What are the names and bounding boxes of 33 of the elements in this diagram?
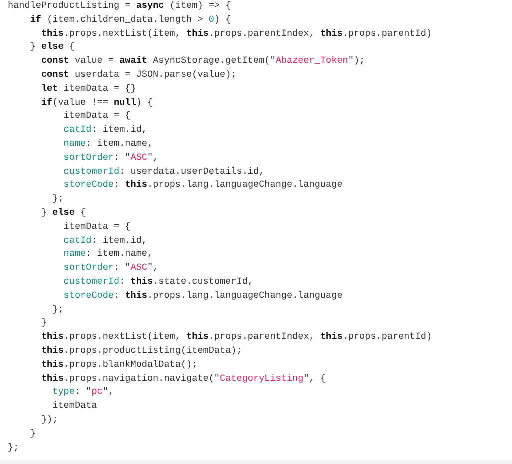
code-line: itemData = { <box>64 110 131 122</box>
code-line: } <box>30 428 36 440</box>
code-line: storeCode: this.props.lang.languageChange.language <box>64 179 343 192</box>
code-line: name: item.name, <box>64 248 154 260</box>
code-line: storeCode: this.props.lang.languageChange.language <box>64 290 343 302</box>
code-line: this.props.productListing(itemData); <box>41 345 242 357</box>
code-line: type: "pc", <box>52 386 114 398</box>
code-line: sortOrder: "ASC", <box>64 262 159 274</box>
code-line: }); <box>41 414 58 426</box>
code-line: if (item.children_data.length > 0) { <box>30 14 232 26</box>
code-line: }; <box>52 304 64 316</box>
code-line: let itemData = {} <box>41 82 136 95</box>
code-line: name: item.name, <box>64 138 154 150</box>
code-line: this.props.navigation.navigate("CategoryListing", { <box>41 372 326 385</box>
code-line: catId: item.id, <box>64 124 148 136</box>
code-line: } <box>41 317 48 330</box>
code-line: itemData <box>52 400 98 412</box>
code-line: if(value !== null) { <box>41 96 154 109</box>
code-line: handleProductListing = async (item) => { <box>8 0 232 12</box>
code-line: } else { <box>41 207 86 219</box>
code-line: customerId: userdata.userDetails.id, <box>64 166 265 178</box>
code-line: } else { <box>30 41 75 54</box>
code-line: customerId: this.state.customerId, <box>64 276 254 288</box>
code-line: catId: item.id, <box>64 234 148 247</box>
code-line: const value = await AsyncStorage.getItem("Abazeer_Token"); <box>41 55 366 68</box>
code-line: const userdata = JSON.parse(value); <box>41 69 237 81</box>
code-line: }; <box>52 193 64 206</box>
code-line: this.props.nextList(item, this.props.parentIndex, this.props.parentId) <box>41 331 432 344</box>
code-line: this.props.nextList(item, this.props.parentIndex, this.props.parentId) <box>41 28 432 40</box>
code-line: itemData = { <box>64 220 131 233</box>
code-line: this.props.blankModalData(); <box>41 358 198 371</box>
code-line: sortOrder: "ASC", <box>64 152 159 164</box>
code-line: }; <box>8 442 20 454</box>
